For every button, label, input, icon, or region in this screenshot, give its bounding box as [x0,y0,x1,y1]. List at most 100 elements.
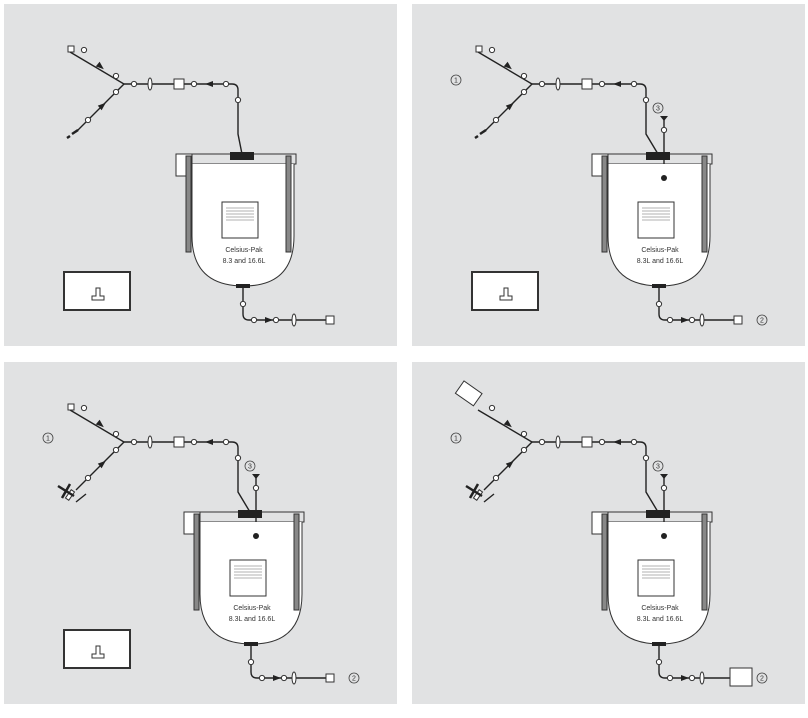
clamp-icon [205,439,213,445]
outlet-line [250,646,334,679]
connector [173,78,185,90]
clamp-cross-icon [57,483,75,499]
end-cap [66,128,79,140]
device-icon [91,287,105,301]
bag-rail-right [293,513,300,611]
tube-ring [190,438,198,446]
clamp-icon [503,419,512,428]
bag-rail-left [601,513,608,611]
bag-name: Celsius-Pak [225,247,263,254]
bag-rail-right [701,513,708,611]
bag-outlet-port [652,642,666,646]
bag-name: Celsius-Pak [641,605,679,612]
tube-ring [258,674,266,682]
outlet-line [658,288,742,321]
tube-ring [222,80,230,88]
clamp-icon [97,102,106,111]
tube-ring [492,116,500,124]
tube-ring [520,72,528,80]
port-cap [660,474,668,479]
tube-ring [598,80,606,88]
flow-regulator [291,313,297,327]
clamp-icon [613,81,621,87]
tube-ring [222,438,230,446]
step-number-circle [244,460,256,472]
bag-rail-left [193,513,200,611]
tube-ring [112,446,120,454]
tube-ring [234,454,242,462]
step-number: 1 [454,436,458,443]
tube-ring [666,316,674,324]
port-cap [660,116,668,121]
arrow-icon [75,493,87,503]
bag-outlet-port [244,642,258,646]
control-unit [471,271,539,311]
step-number-circle [756,672,768,684]
spike-connector [475,45,483,53]
tube-ring [272,316,280,324]
clamp-icon [505,460,514,469]
control-unit [63,271,131,311]
tube-ring [112,72,120,80]
inlet-line [124,83,243,155]
bag-rail-left [185,155,192,253]
end-cap [474,128,487,140]
bag-inlet-port [646,152,670,160]
clamp-icon [681,675,689,681]
spike-connector [67,403,75,411]
flow-regulator [291,671,297,685]
clamp-icon [265,317,273,323]
connector [173,436,185,448]
flow-regulator [699,313,705,327]
bag-rail-left [601,155,608,253]
tube-ring [666,674,674,682]
clamp-icon [273,675,281,681]
outlet-connector [325,673,335,683]
port-stopper [253,533,259,539]
bag-rail-right [285,155,292,253]
outlet-connector-box [729,667,753,687]
flow-regulator [555,435,561,449]
step-number: 3 [656,464,660,471]
tube-ring [112,430,120,438]
tube-ring [84,116,92,124]
tube-ring [538,80,546,88]
device-icon [91,645,105,659]
tube-ring [80,404,88,412]
clamp-cross-icon [465,483,483,499]
tube-ring [642,454,650,462]
arrow-icon [483,493,495,503]
clamp-icon [613,439,621,445]
spike-connector [67,45,75,53]
tube-ring [80,46,88,54]
step-number-circle [42,432,54,444]
tube-ring [234,96,242,104]
outlet-line [658,646,748,679]
tube-ring [252,484,260,492]
bag-inlet-port [646,510,670,518]
tube-ring [538,438,546,446]
tube-ring [492,474,500,482]
tube-ring [642,96,650,104]
flow-regulator [147,77,153,91]
spike-connector-box [454,380,483,407]
port-stopper [661,175,667,181]
clamp-icon [95,61,104,70]
outlet-connector [325,315,335,325]
step-number: 1 [454,78,458,85]
bag-outlet-port [236,284,250,288]
connector [581,78,593,90]
clamp-icon [505,102,514,111]
tube-ring [630,438,638,446]
control-unit [63,629,131,669]
step-number: 2 [760,318,764,325]
bag-inlet-port [230,152,254,160]
tube-ring [688,674,696,682]
tube-ring [280,674,288,682]
